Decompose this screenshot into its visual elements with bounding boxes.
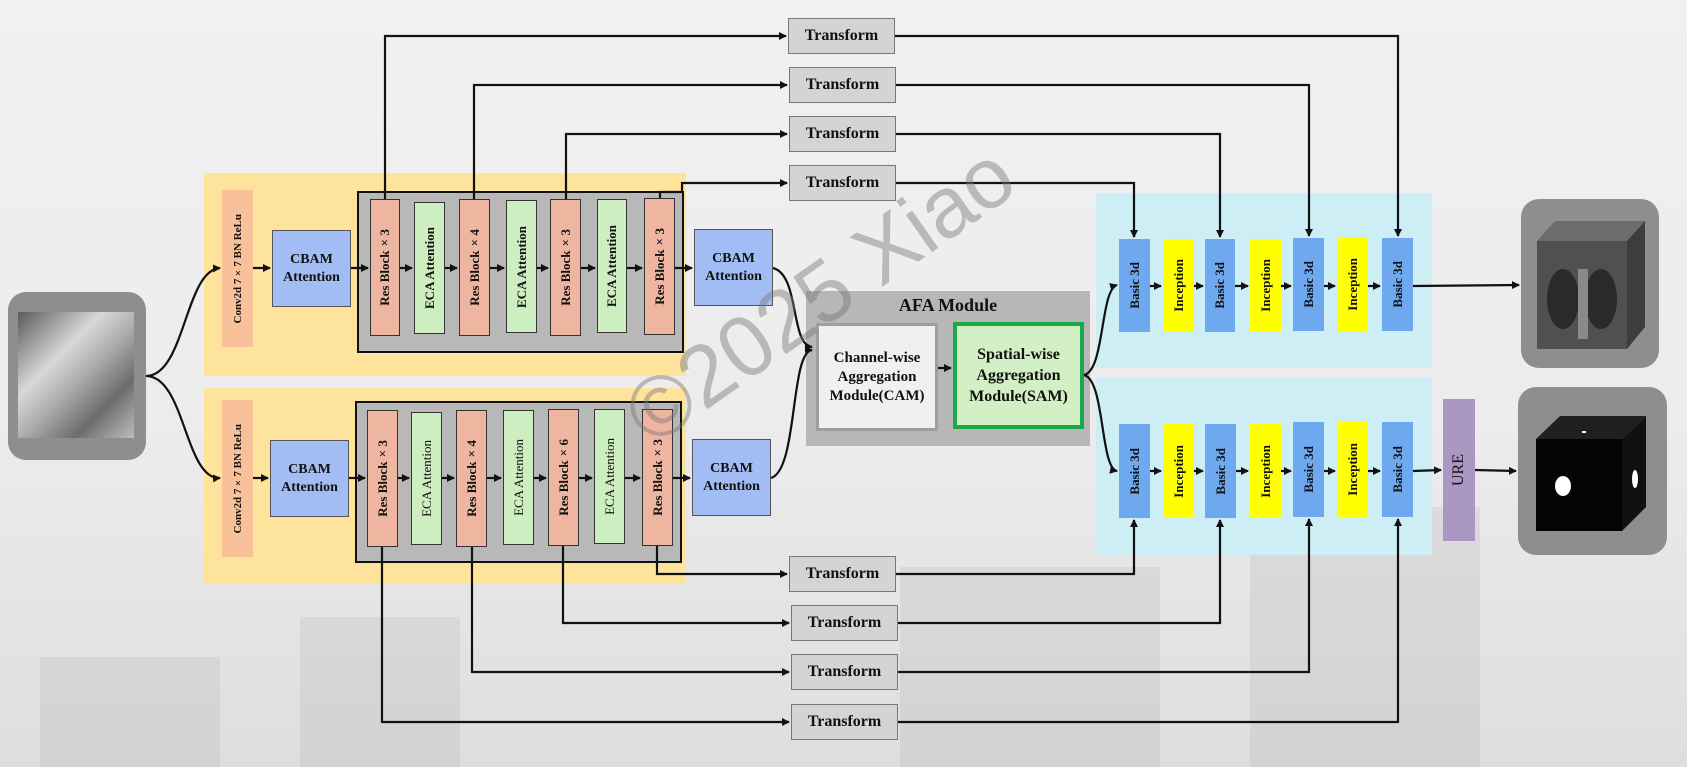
conv-block-bottom: Conv2d 7×7 BN ReLu [222, 400, 253, 557]
res-block-top-4: Res Block×3 [644, 198, 675, 335]
basic3d-top-4: Basic 3d [1382, 238, 1413, 331]
transform-block-bottom-3: Transform [791, 654, 898, 690]
background-building [900, 567, 1160, 767]
eca-block-bottom-1: ECA Attention [411, 412, 442, 545]
res-block-bottom-3: Res Block×6 [548, 409, 579, 546]
eca-block-bottom-3: ECA Attention [594, 409, 625, 544]
cbam-block-bottom-right: CBAM Attention [692, 439, 771, 516]
eca-block-top-2: ECA Attention [506, 200, 537, 333]
basic3d-top-2: Basic 3d [1205, 239, 1235, 332]
inception-top-1: Inception [1163, 239, 1194, 332]
res-block-top-2: Res Block×4 [459, 199, 490, 336]
cbam-block-top-right: CBAM Attention [694, 229, 773, 306]
transform-block-bottom-2: Transform [791, 605, 898, 641]
basic3d-bottom-1: Basic 3d [1119, 424, 1150, 518]
transform-block-top-2: Transform [789, 67, 896, 103]
eca-block-top-3: ECA Attention [597, 199, 627, 333]
inception-bottom-3: Inception [1337, 422, 1368, 517]
xray-image [18, 312, 134, 438]
transform-block-top-1: Transform [788, 18, 895, 54]
eca-block-bottom-2: ECA Attention [503, 410, 534, 545]
transform-block-top-4: Transform [789, 165, 896, 201]
basic3d-bottom-2: Basic 3d [1205, 424, 1236, 518]
inception-top-3: Inception [1337, 238, 1368, 331]
mask-volume-thumbnail [1518, 387, 1667, 555]
transform-block-bottom-1: Transform [789, 556, 896, 592]
conv-block-top: Conv2d 7×7 BN ReLu [222, 190, 253, 347]
inception-top-2: Inception [1250, 239, 1281, 332]
ure-block: URE [1443, 399, 1475, 541]
basic3d-bottom-4: Basic 3d [1382, 422, 1413, 517]
eca-block-top-1: ECA Attention [414, 202, 445, 334]
res-block-top-3: Res Block×3 [550, 199, 581, 336]
input-xray-thumbnail [8, 292, 146, 460]
cbam-block-top-left: CBAM Attention [272, 230, 351, 307]
transform-block-bottom-4: Transform [791, 704, 898, 740]
res-block-bottom-4: Res Block×3 [642, 409, 673, 546]
background-building [40, 657, 220, 767]
ct-volume-thumbnail [1521, 199, 1659, 368]
inception-bottom-2: Inception [1250, 424, 1281, 518]
res-block-bottom-2: Res Block×4 [456, 410, 487, 547]
inception-bottom-1: Inception [1163, 424, 1194, 518]
res-block-top-1: Res Block×3 [370, 199, 400, 336]
transform-block-top-3: Transform [789, 116, 896, 152]
sam-block: Spatial-wise Aggregation Module(SAM) [953, 322, 1084, 429]
cam-block: Channel-wise Aggregation Module(CAM) [816, 323, 938, 431]
res-block-bottom-1: Res Block×3 [367, 410, 398, 547]
afa-module-title: AFA Module [898, 294, 998, 315]
basic3d-top-1: Basic 3d [1119, 239, 1150, 332]
mask-cube-icon [1536, 416, 1646, 531]
basic3d-top-3: Basic 3d [1293, 238, 1324, 331]
background-building [300, 617, 460, 767]
ct-cube-icon [1537, 221, 1645, 349]
cbam-block-bottom-left: CBAM Attention [270, 440, 349, 517]
basic3d-bottom-3: Basic 3d [1293, 422, 1324, 517]
